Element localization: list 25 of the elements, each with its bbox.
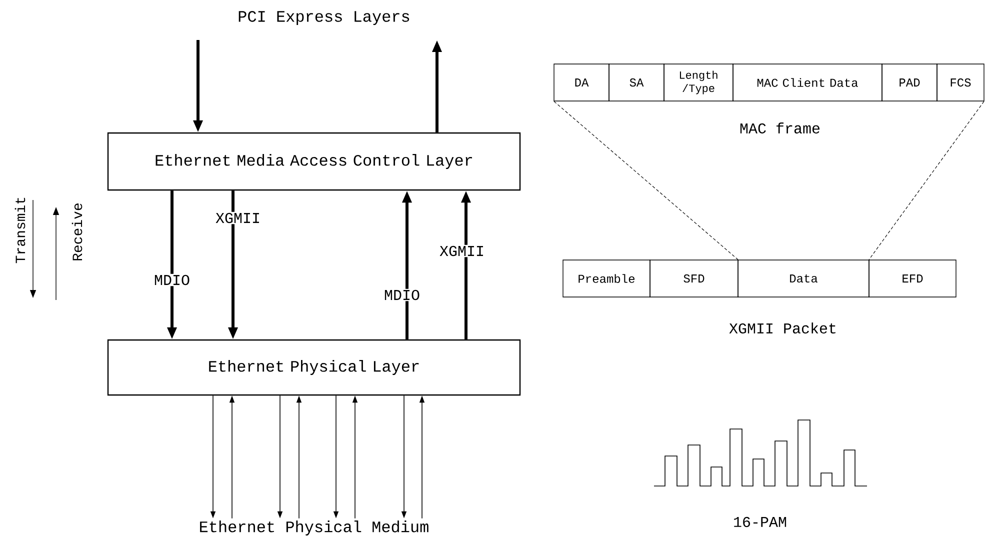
expansion-line	[868, 101, 984, 260]
frame-field: FCS	[936, 64, 984, 102]
caption: XGMII Packet	[729, 322, 836, 334]
direction-label: Receive	[72, 204, 82, 260]
layer-box: Ethernet Physical Layer	[107, 339, 521, 396]
caption: 16-PAM	[734, 516, 786, 528]
frame-field: Length /Type	[664, 64, 734, 102]
edge-label: MDIO	[153, 274, 192, 286]
expansion-line	[554, 101, 738, 260]
frame-field: SA	[608, 64, 664, 102]
layer-label: PCI Express Layers	[238, 11, 410, 26]
edge-label: XGMII	[214, 212, 262, 224]
frame-field: PAD	[882, 64, 938, 102]
edge-label: MDIO	[383, 288, 421, 302]
frame-field: DA	[554, 64, 610, 102]
medium-label: Ethernet Physical Medium	[200, 520, 428, 536]
packet-field: SFD	[650, 260, 738, 298]
packet-field: EFD	[868, 260, 956, 298]
packet-field: Data	[738, 260, 870, 298]
packet-field: Preamble	[562, 260, 650, 298]
frame-field: MAC Client Data	[732, 64, 882, 102]
caption: MAC frame	[740, 122, 820, 134]
direction-label: Transmit	[14, 198, 26, 264]
edge-label: XGMII	[438, 244, 486, 258]
layer-box: Ethernet Media Access Control Layer	[107, 132, 521, 191]
